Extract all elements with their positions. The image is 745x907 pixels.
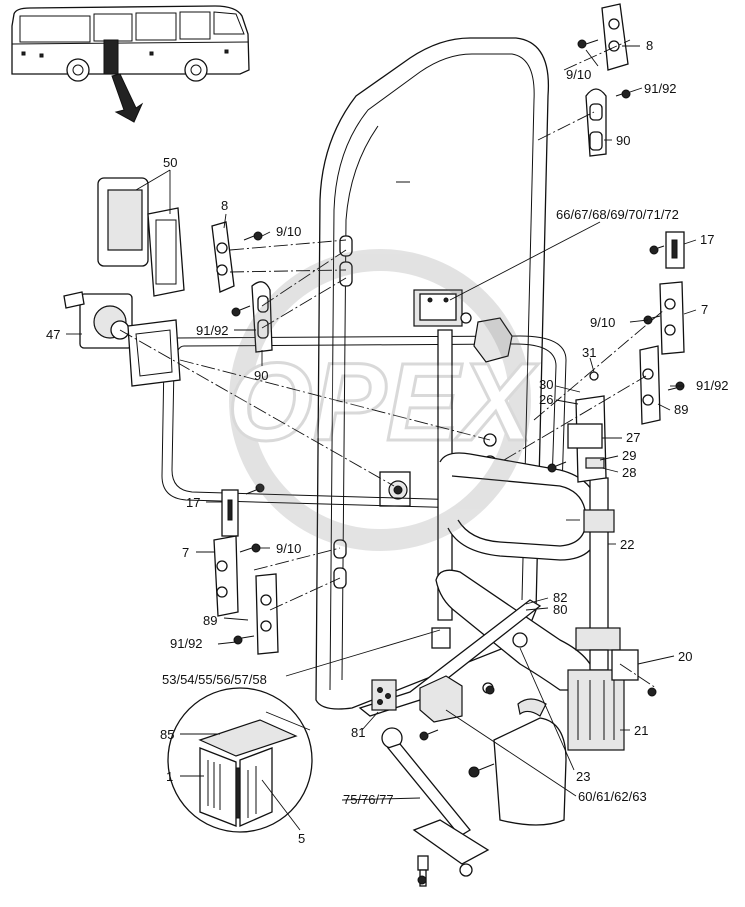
label-21: 21 [634, 723, 648, 738]
reservoir [493, 632, 567, 826]
bus-thumbnail [11, 5, 250, 123]
label-9-10-top: 9/10 [566, 67, 591, 82]
door-cylinder [567, 371, 639, 751]
label-91-92-left: 91/92 [196, 323, 229, 338]
watermark: OPEX [226, 249, 540, 551]
label-90-top: 90 [616, 133, 630, 148]
label-47: 47 [46, 327, 60, 342]
label-9-10-right: 9/10 [590, 315, 615, 330]
label-5: 5 [298, 831, 305, 846]
label-20: 20 [678, 649, 692, 664]
label-29: 29 [622, 448, 636, 463]
assembly-lines [119, 39, 665, 689]
label-89-left: 89 [203, 613, 217, 628]
label-91-92-right: 91/92 [696, 378, 729, 393]
label-7-right: 7 [701, 302, 708, 317]
label-91-92-top: 91/92 [644, 81, 677, 96]
label-53-58: 53/54/55/56/57/58 [162, 672, 267, 687]
label-26: 26 [539, 392, 553, 407]
label-9-10-lower: 9/10 [276, 541, 301, 556]
label-17-left: 17 [186, 495, 200, 510]
label-60-63: 60/61/62/63 [578, 789, 647, 804]
label-22: 22 [620, 537, 634, 552]
label-81: 81 [351, 725, 365, 740]
label-1: 1 [166, 769, 173, 784]
label-75-77: 75/76/77 [343, 792, 394, 807]
lower-link [381, 727, 490, 887]
part-labels: 8 9/10 91/92 90 50 8 9/10 66/67/68/69/70… [46, 38, 729, 846]
label-31: 31 [582, 345, 596, 360]
detail-inset [167, 687, 313, 833]
label-89-right: 89 [674, 402, 688, 417]
label-82: 82 [553, 590, 567, 605]
label-8-top: 8 [646, 38, 653, 53]
label-90-left: 90 [254, 368, 268, 383]
right-parts [585, 3, 685, 425]
label-7-left: 7 [182, 545, 189, 560]
label-50: 50 [163, 155, 177, 170]
label-91-92-lower: 91/92 [170, 636, 203, 651]
door-mechanism [358, 289, 601, 723]
label-30: 30 [539, 377, 553, 392]
label-23: 23 [576, 769, 590, 784]
label-27: 27 [626, 430, 640, 445]
leader-lines [66, 45, 697, 831]
label-66-72: 66/67/68/69/70/71/72 [556, 207, 679, 222]
label-17-right: 17 [700, 232, 714, 247]
label-28: 28 [622, 465, 636, 480]
label-8-left: 8 [221, 198, 228, 213]
label-85: 85 [160, 727, 174, 742]
left-parts [63, 177, 279, 655]
label-9-10-left: 9/10 [276, 224, 301, 239]
label-80: 80 [553, 602, 567, 617]
watermark-text: OPEX [227, 341, 538, 464]
